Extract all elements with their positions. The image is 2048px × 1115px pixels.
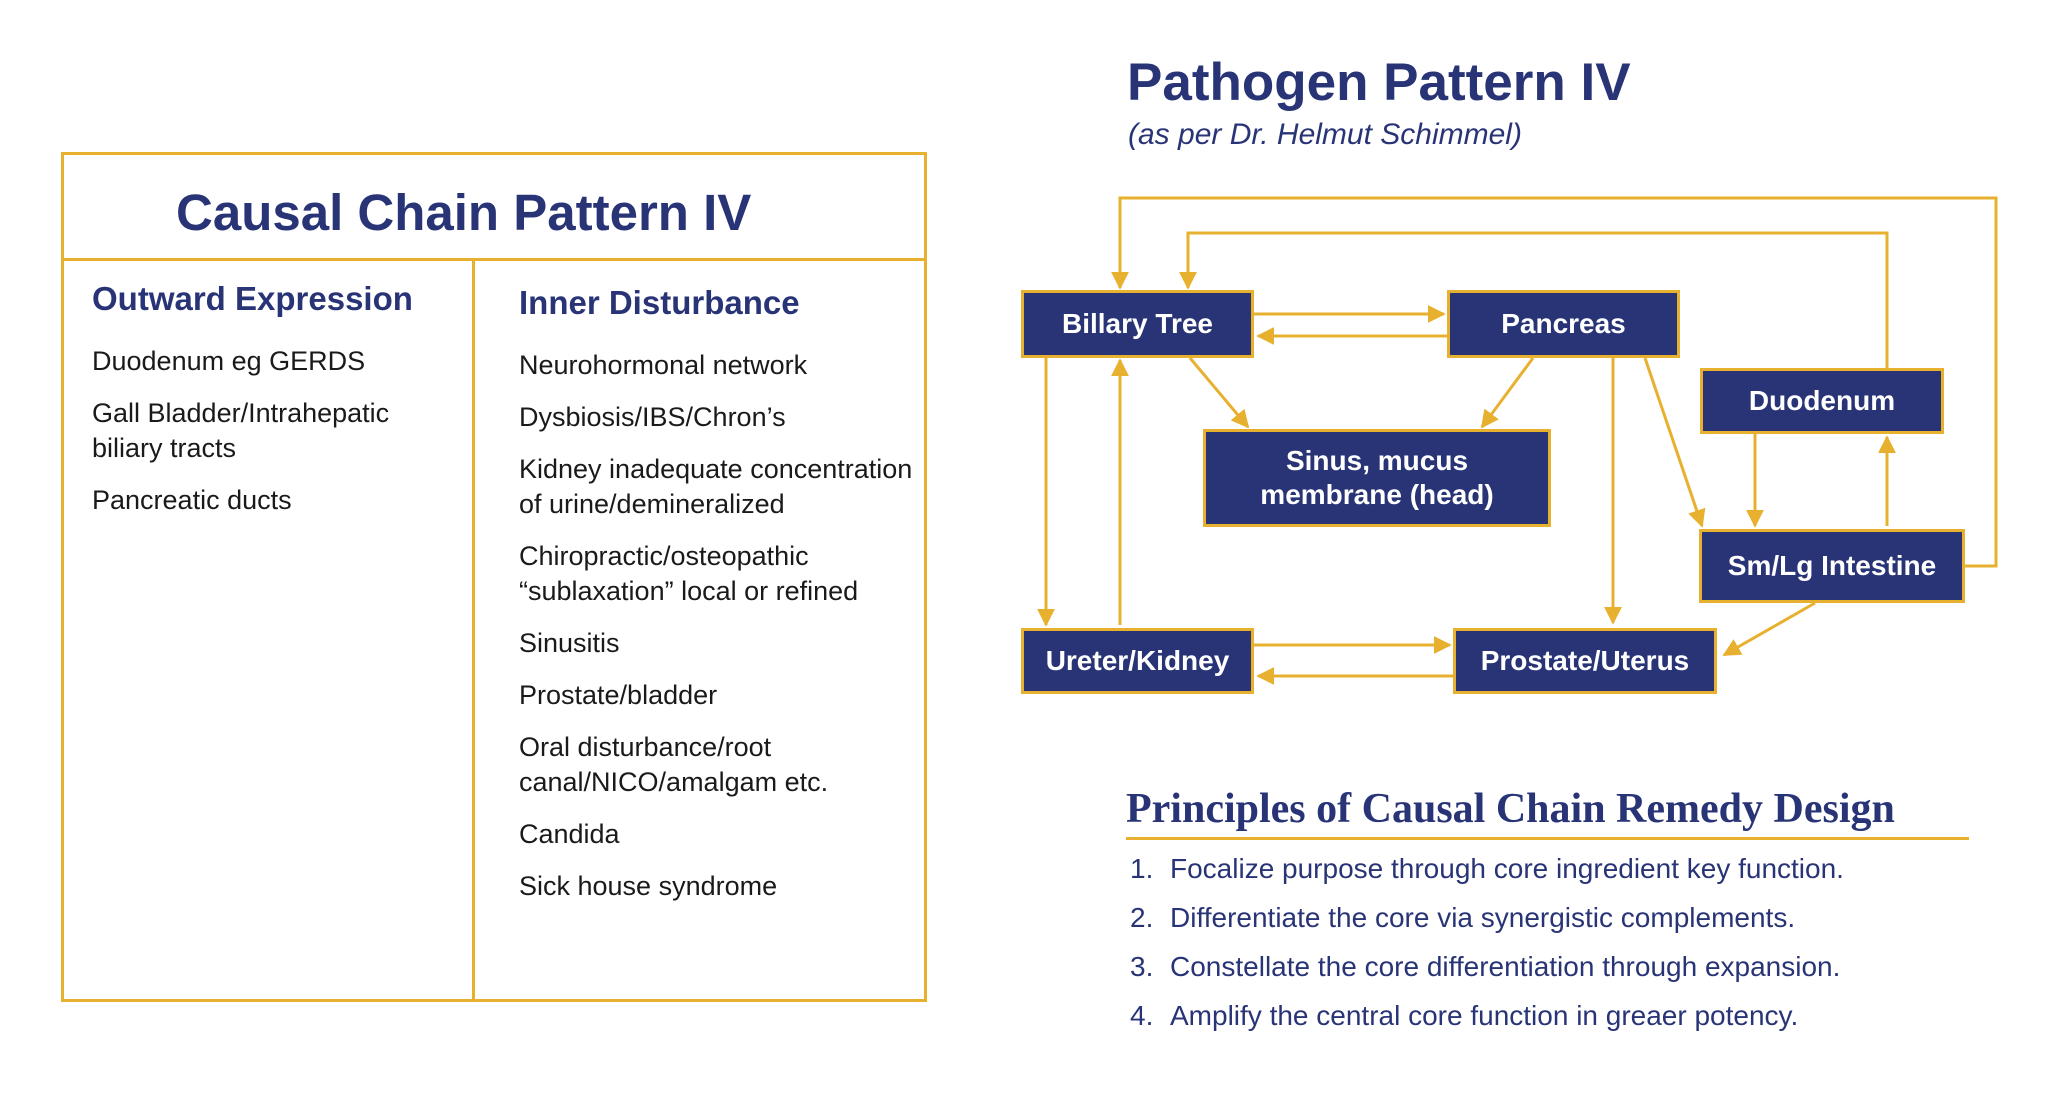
list-item: 1. Focalize purpose through core ingredie… xyxy=(1130,852,1844,886)
inner-disturbance-column: Inner Disturbance Neurohormonal network … xyxy=(519,258,919,921)
list-number: 2. xyxy=(1130,902,1154,933)
list-item: Dysbiosis/IBS/Chron’s xyxy=(519,402,786,432)
pathogen-pattern-title: Pathogen Pattern IV xyxy=(1127,53,1631,112)
list-text: Amplify the central core function in gre… xyxy=(1170,1000,1799,1031)
principles-divider xyxy=(1126,837,1969,840)
list-item: Duodenum eg GERDS xyxy=(92,346,366,376)
inner-disturbance-list: Neurohormonal network Dysbiosis/IBS/Chro… xyxy=(519,348,919,904)
list-item: Oral disturbance/root canal/NICO/amalgam… xyxy=(519,732,829,797)
node-billary-tree: Billary Tree xyxy=(1021,290,1254,358)
list-item: 4. Amplify the central core function in g… xyxy=(1130,999,1844,1033)
list-item: 2. Differentiate the core via synergistic… xyxy=(1130,901,1844,935)
list-item: Sinusitis xyxy=(519,628,620,658)
principles-list: 1. Focalize purpose through core ingredie… xyxy=(1130,852,1844,1048)
list-number: 1. xyxy=(1130,853,1154,884)
outward-expression-list: Duodenum eg GERDS Gall Bladder/Intrahepa… xyxy=(92,344,462,518)
arrow-pancreas-to-intestine xyxy=(1643,357,1706,528)
list-text: Constellate the core differentiation thr… xyxy=(1170,951,1841,982)
arrow-duodenum-to-billary xyxy=(1179,231,1889,368)
table-title-row: Causal Chain Pattern IV xyxy=(64,155,924,261)
principles-title: Principles of Causal Chain Remedy Design xyxy=(1126,786,1895,832)
list-item: Sick house syndrome xyxy=(519,871,778,901)
list-item: Chiropractic/osteopathic “sublaxation” l… xyxy=(519,541,859,606)
causal-chain-title: Causal Chain Pattern IV xyxy=(176,184,752,241)
node-sm-lg-intestine: Sm/Lg Intestine xyxy=(1699,529,1965,603)
node-pancreas: Pancreas xyxy=(1447,290,1680,358)
node-label: Prostate/Uterus xyxy=(1480,645,1690,676)
list-number: 3. xyxy=(1130,951,1154,982)
node-label: Sm/Lg Intestine xyxy=(1727,550,1937,581)
list-text: Differentiate the core via synergistic c… xyxy=(1170,902,1796,933)
list-text: Focalize purpose through core ingredient… xyxy=(1170,853,1844,884)
node-label: Ureter/Kidney xyxy=(1045,645,1230,676)
node-duodenum: Duodenum xyxy=(1700,368,1944,434)
arrow-intestine-to-prostate xyxy=(1722,601,1816,657)
node-label: Sinus, mucus membrane (head) xyxy=(1260,445,1494,510)
arrow-billary-to-sinus xyxy=(1188,357,1250,429)
list-item: Prostate/bladder xyxy=(519,680,718,710)
node-label: Duodenum xyxy=(1748,385,1896,416)
list-item: Neurohormonal network xyxy=(519,350,808,380)
arrow-intestine-to-billary-outer xyxy=(1111,196,1998,568)
inner-disturbance-heading: Inner Disturbance xyxy=(519,284,800,321)
node-sinus: Sinus, mucus membrane (head) xyxy=(1203,429,1551,527)
list-item: Candida xyxy=(519,819,620,849)
outward-expression-heading: Outward Expression xyxy=(92,280,413,317)
list-item: Gall Bladder/Intrahepatic biliary tracts xyxy=(92,398,390,463)
list-item: Kidney inadequate concentration of urine… xyxy=(519,454,913,519)
column-divider xyxy=(472,258,475,999)
arrow-pancreas-to-sinus xyxy=(1480,357,1535,429)
causal-chain-table: Causal Chain Pattern IV Outward Expressi… xyxy=(61,152,927,1002)
outward-expression-column: Outward Expression Duodenum eg GERDS Gal… xyxy=(92,258,462,535)
list-item: Pancreatic ducts xyxy=(92,485,292,515)
node-prostate-uterus: Prostate/Uterus xyxy=(1453,628,1717,694)
list-number: 4. xyxy=(1130,1000,1154,1031)
node-ureter-kidney: Ureter/Kidney xyxy=(1021,628,1254,694)
pathogen-pattern-subtitle: (as per Dr. Helmut Schimmel) xyxy=(1128,118,1522,151)
node-label: Billary Tree xyxy=(1062,308,1213,339)
node-label: Pancreas xyxy=(1501,308,1626,339)
list-item: 3. Constellate the core differentiation t… xyxy=(1130,950,1844,984)
